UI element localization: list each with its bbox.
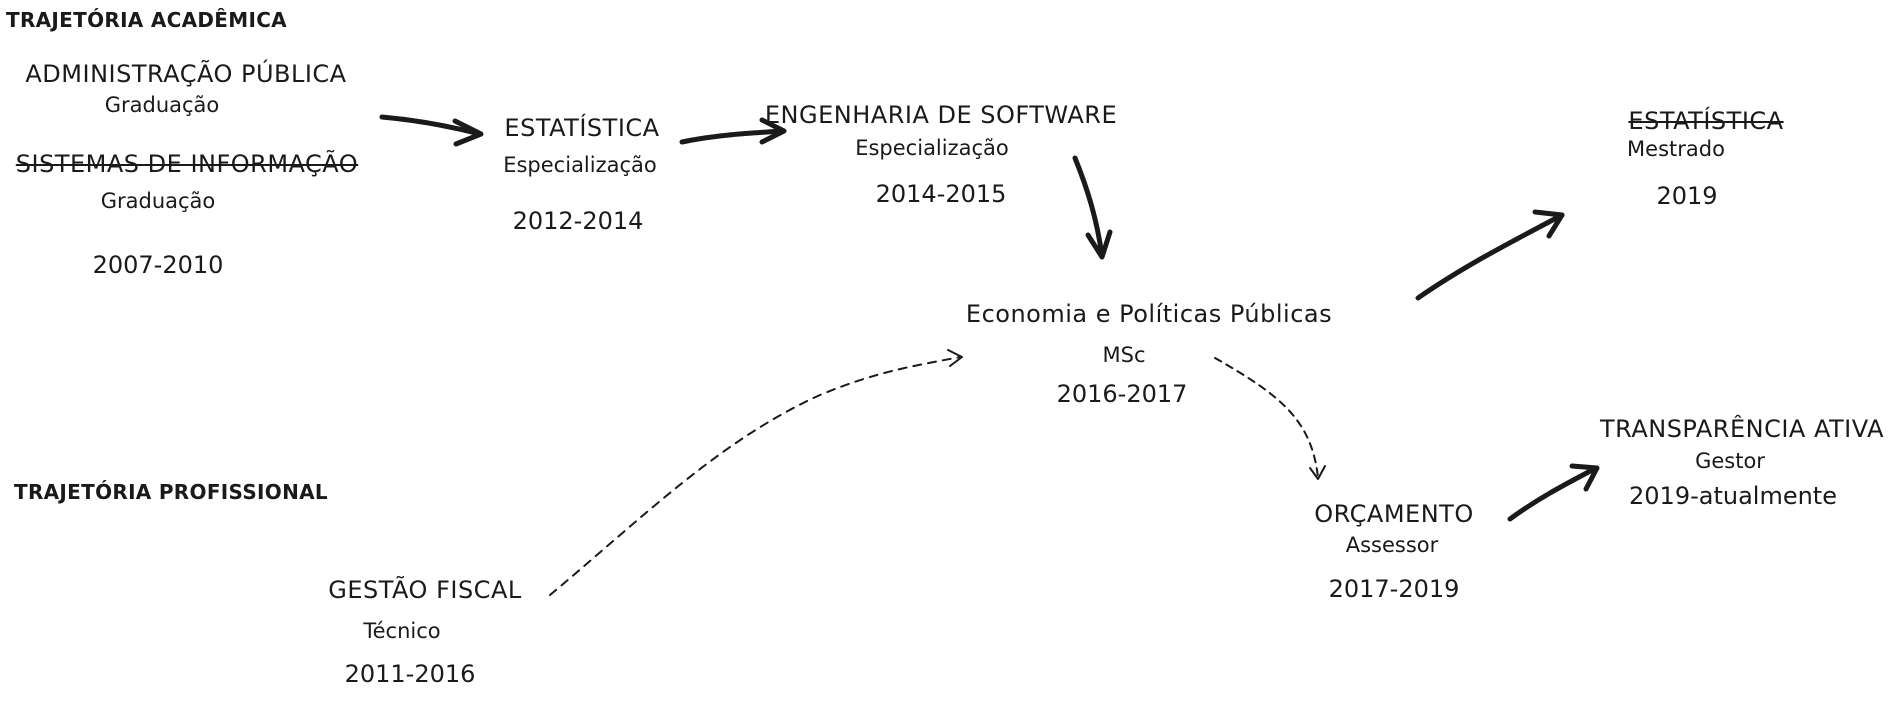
node-title: ENGENHARIA DE SOFTWARE <box>764 101 1118 129</box>
arrow-economia-to-mestrado <box>1415 209 1565 301</box>
node-title: TRANSPARÊNCIA ATIVA <box>1599 415 1885 443</box>
node-level: Graduação <box>104 93 220 117</box>
node-role: Gestor <box>1695 449 1765 473</box>
academic-trajectory-heading: TRAJETÓRIA ACADÊMICA <box>6 8 287 32</box>
node-level: Especialização <box>503 153 657 177</box>
node-title: Economia e Políticas Públicas <box>965 300 1333 328</box>
node-title-crossed-out: SISTEMAS DE INFORMAÇÃO <box>15 150 359 178</box>
node-years: 2012-2014 <box>512 207 644 235</box>
arrow-graduacao-to-estatistica <box>379 114 484 147</box>
node-level: Mestrado <box>1627 137 1725 161</box>
node-title: ADMINISTRAÇÃO PÚBLICA <box>25 60 347 88</box>
arrow-economia-to-orcamento <box>1214 357 1326 480</box>
node-years: 2007-2010 <box>92 251 224 279</box>
node-years: 2019 <box>1656 182 1718 210</box>
node-level: Graduação <box>100 189 216 213</box>
professional-trajectory-heading: TRAJETÓRIA PROFISSIONAL <box>14 480 328 504</box>
node-level: MSc <box>1102 343 1146 367</box>
arrow-engenharia-to-economia <box>1072 155 1113 260</box>
node-title: ORÇAMENTO <box>1314 500 1474 528</box>
node-title-crossed-out: ESTATÍSTICA <box>1628 107 1784 135</box>
node-years: 2016-2017 <box>1056 380 1188 408</box>
arrow-estatistica-to-engenharia <box>679 117 787 145</box>
node-years: 2017-2019 <box>1328 575 1460 603</box>
node-role: Assessor <box>1345 533 1439 557</box>
arrow-orcamento-to-transparencia <box>1507 463 1600 522</box>
node-level: Especialização <box>855 136 1009 160</box>
node-years: 2011-2016 <box>344 660 476 688</box>
node-role: Técnico <box>363 619 441 643</box>
node-years: 2019-atualmente <box>1629 482 1837 510</box>
node-title: ESTATÍSTICA <box>504 114 660 142</box>
node-title: GESTÃO FISCAL <box>328 576 522 604</box>
arrow-gestao-fiscal-to-economia <box>549 349 963 596</box>
node-years: 2014-2015 <box>875 180 1007 208</box>
